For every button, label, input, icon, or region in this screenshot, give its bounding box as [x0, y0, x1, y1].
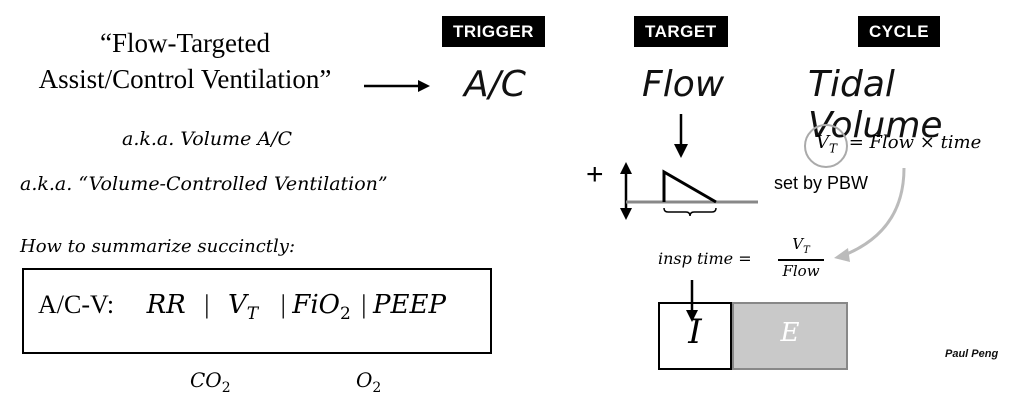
summary-rr: RR: [146, 290, 186, 320]
summary-fio2: FiO2: [292, 290, 351, 325]
summary-peep: PEEP: [373, 290, 446, 320]
summary-prefix: A/C-V:: [38, 290, 115, 319]
summary-separator: |: [361, 290, 367, 319]
insp-time-label: insp time =: [658, 249, 752, 268]
vt-v: V: [816, 132, 829, 153]
vt-equation: = Flow × time: [848, 132, 982, 153]
cycle-tag: CYCLE: [858, 16, 941, 47]
o2-label: O2: [356, 368, 382, 396]
insp-time-denominator: Flow: [782, 262, 820, 280]
summary-separator: |: [280, 290, 286, 319]
summary-formula: A/C-V: RR | VT | FiO2 | PEEP: [38, 290, 446, 324]
co2-label: CO2: [190, 368, 231, 396]
fraction-bar: [778, 259, 824, 261]
aka-volume-controlled: a.k.a. “Volume-Controlled Ventilation”: [20, 173, 388, 195]
summary-vt: VT: [227, 290, 259, 325]
title-line-1: “Flow-Targeted: [99, 28, 271, 58]
vt-circle: [804, 124, 848, 168]
aka-volume-ac: a.k.a. Volume A/C: [122, 128, 293, 150]
summary-box: [22, 268, 492, 354]
summary-heading: How to summarize succinctly:: [20, 236, 296, 257]
target-value: Flow: [642, 64, 725, 105]
trigger-value: A/C: [464, 64, 526, 105]
curved-arrow-icon: [834, 167, 906, 262]
insp-time-numerator: VT: [792, 235, 810, 256]
vt-formula: VT = Flow × time: [816, 132, 982, 156]
title-line-2: Assist/Control Ventilation”: [38, 64, 332, 94]
down-arrow-icon: [674, 114, 688, 158]
down-arrow-icon: [686, 280, 698, 322]
right-arrow-icon: [364, 80, 430, 92]
inspiration-label: I: [688, 312, 702, 352]
expiration-label: E: [780, 318, 800, 348]
set-by-pbw: set by PBW: [774, 173, 869, 193]
expiration-box: [732, 302, 848, 370]
trigger-tag: TRIGGER: [442, 16, 545, 47]
inspiration-box: [658, 302, 732, 370]
author-signature: Paul Peng: [945, 348, 999, 360]
summary-separator: |: [204, 290, 210, 319]
flow-waveform: [620, 162, 758, 220]
plus-sign: +: [586, 158, 604, 191]
target-tag: TARGET: [634, 16, 728, 47]
